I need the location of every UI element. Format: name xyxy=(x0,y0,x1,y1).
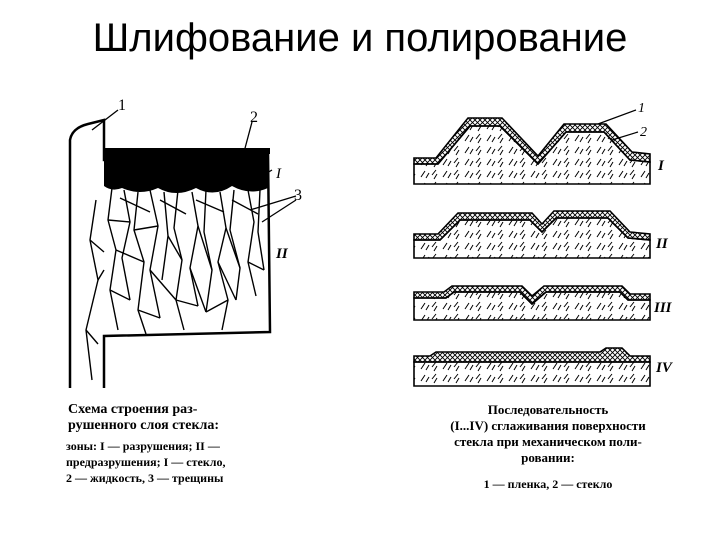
right-figure-caption: Последовательность (I...IV) сглаживания … xyxy=(398,402,698,492)
left-leaders xyxy=(91,109,297,223)
left-label-cracks: 3 xyxy=(294,187,302,204)
right-leaders xyxy=(597,109,639,141)
stage-3-profile xyxy=(413,285,651,321)
left-label-zone-one: I xyxy=(275,166,282,182)
glass-body-outline xyxy=(68,118,272,388)
right-caption-line-4: ровании: xyxy=(521,450,575,465)
stage-4-profile xyxy=(413,347,651,387)
left-caption-line-3: зоны: I — разрушения; II — xyxy=(66,439,220,453)
zone-boundary xyxy=(104,148,270,154)
right-caption-line-2: (I...IV) сглаживания поверхности xyxy=(450,418,646,433)
left-caption-line-5: 2 — жидкость, 3 — трещины xyxy=(66,471,224,485)
right-label-stage-3: III xyxy=(653,300,673,316)
stage-1-profile xyxy=(413,117,651,185)
left-label-glass-surface: 2 xyxy=(250,109,258,126)
left-caption-line-4: предразрушения; I — стекло, xyxy=(66,455,226,469)
left-figure-caption: Схема строения раз- рушенного слоя стекл… xyxy=(66,402,316,486)
right-figure: 1 2 I II III IV xyxy=(413,101,674,387)
stage-3-film xyxy=(413,285,651,306)
stage-1-film xyxy=(413,117,651,166)
right-label-stage-2: II xyxy=(655,236,669,252)
stage-4-film xyxy=(413,347,651,363)
left-label-film: 1 xyxy=(118,97,126,114)
right-caption-line-3: стекла при механическом поли- xyxy=(454,434,642,449)
crack-network xyxy=(85,187,265,381)
left-figure: 1 2 I 3 II xyxy=(68,97,302,388)
right-label-film: 1 xyxy=(638,101,645,116)
slide-title: Шлифование и полирование xyxy=(92,16,628,60)
stage-4-glass xyxy=(413,361,651,387)
destroyed-zone xyxy=(104,150,268,193)
left-label-zone-two: II xyxy=(275,246,289,262)
right-label-stage-4: IV xyxy=(655,360,674,376)
left-caption-line-2: рушенного слоя стекла: xyxy=(68,418,220,433)
stage-2-film xyxy=(413,210,651,241)
right-caption-line-1: Последовательность xyxy=(487,402,609,417)
right-label-glass: 2 xyxy=(640,125,647,140)
right-caption-legend: 1 — пленка, 2 — стекло xyxy=(483,477,613,491)
right-label-stage-1: I xyxy=(657,158,665,174)
left-caption-line-1: Схема строения раз- xyxy=(68,402,198,417)
stage-2-profile xyxy=(413,210,651,259)
